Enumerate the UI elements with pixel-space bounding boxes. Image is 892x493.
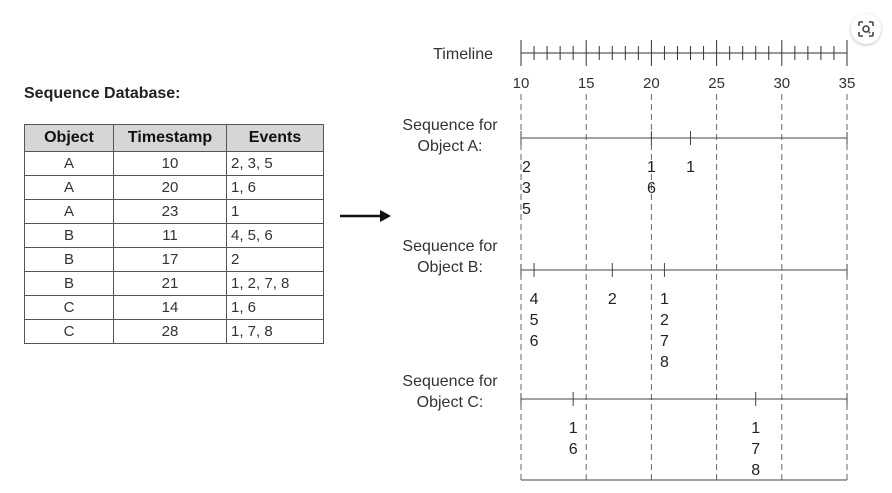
event-label: 2 [522,159,531,176]
header-events: Events [226,124,324,152]
event-label: 5 [522,201,531,218]
cell-timestamp: 21 [113,271,227,296]
tick-label: 25 [708,75,725,92]
tick-label: 35 [839,75,856,92]
tick-label: 15 [578,75,595,92]
google-lens-button[interactable] [851,14,881,44]
event-label: 1 [686,159,695,176]
event-label: 1 [569,420,578,437]
cell-timestamp: 10 [113,151,227,176]
database-title: Sequence Database: [24,85,181,102]
cell-timestamp: 17 [113,247,227,272]
event-label: 6 [530,333,539,350]
cell-events: 1, 7, 8 [226,319,324,344]
cell-timestamp: 28 [113,319,227,344]
cell-object: A [24,151,114,176]
lens-search-icon [858,21,874,37]
event-label: 2 [660,312,669,329]
event-label: 7 [660,333,669,350]
event-label: 1 [751,420,760,437]
sequence-label-line1: Sequence for [402,117,498,134]
sequence-label-line1: Sequence for [402,238,498,255]
cell-events: 1, 6 [226,295,324,320]
cell-events: 2 [226,247,324,272]
event-label: 2 [608,291,617,308]
cell-timestamp: 11 [113,223,227,248]
sequence-label-line2: Object B: [417,259,483,276]
sequence-label-line2: Object C: [417,394,484,411]
cell-events: 1 [226,199,324,224]
tick-label: 20 [643,75,660,92]
event-label: 1 [647,159,656,176]
sequence-label-line2: Object A: [418,138,483,155]
event-label: 4 [530,291,539,308]
cell-events: 1, 2, 7, 8 [226,271,324,296]
event-label: 1 [660,291,669,308]
event-label: 6 [647,180,656,197]
sequence-label-line1: Sequence for [402,373,498,390]
cell-object: C [24,319,114,344]
event-label: 3 [522,180,531,197]
cell-object: B [24,223,114,248]
timeline-label: Timeline [433,46,493,63]
event-label: 8 [660,354,669,371]
event-label: 8 [751,462,760,479]
table-header-row: Object Timestamp Events [24,124,324,152]
event-label: 5 [530,312,539,329]
event-label: 6 [569,441,578,458]
tick-label: 10 [513,75,530,92]
tick-label: 30 [773,75,790,92]
right-arrow-icon [340,210,391,222]
event-label: 7 [751,441,760,458]
